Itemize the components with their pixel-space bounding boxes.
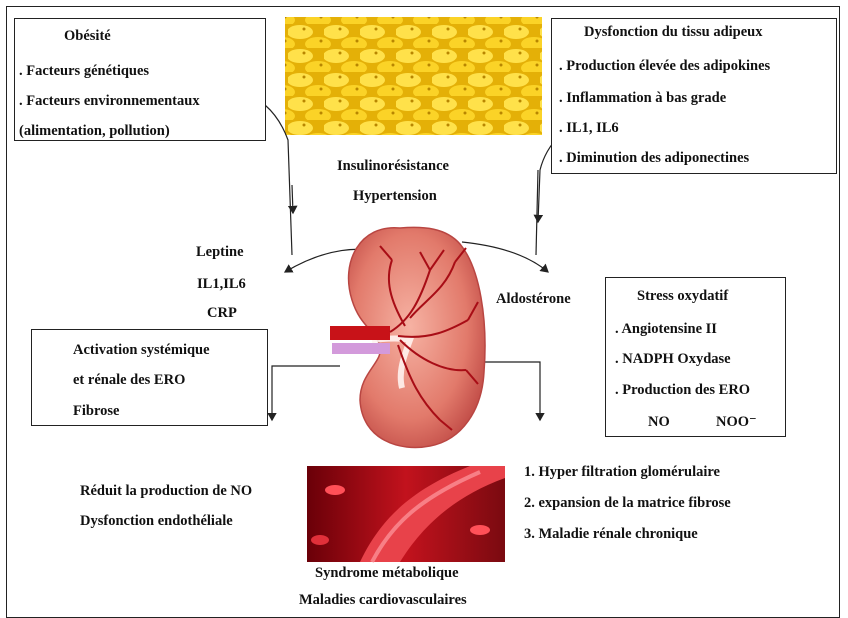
oxidative-stress-item: . Production des ERO [615,381,750,399]
crp-label: CRP [207,304,237,322]
oxidative-stress-item: . NADPH Oxydase [615,350,731,368]
renal-outcome-3: 3. Maladie rénale chronique [524,525,698,543]
no-label: NO [648,413,670,431]
fibrose-label: Fibrose [73,402,119,420]
no-effect-2: Dysfonction endothéliale [80,512,233,530]
ero-line-2: et rénale des ERO [73,371,185,389]
oxidative-stress-title: Stress oxydatif [637,287,728,305]
obesity-title: Obésité [64,27,111,45]
leptin-label: Leptine [196,243,244,261]
oxidative-stress-item: . Angiotensine II [615,320,717,338]
cardiovascular-disease-label: Maladies cardiovasculaires [299,591,467,609]
adipose-dysfunction-title: Dysfonction du tissu adipeux [584,23,762,41]
adipose-dysfunction-item: . Inflammation à bas grade [559,89,726,107]
no-effect-1: Réduit la production de NO [80,482,252,500]
obesity-item: . Facteurs environnementaux [19,92,200,110]
obesity-item: (alimentation, pollution) [19,122,170,140]
aldosterone-label: Aldostérone [496,290,571,308]
renal-outcome-2: 2. expansion de la matrice fibrose [524,494,731,512]
il-label: IL1,IL6 [197,275,246,293]
noo-label: NOO⁻ [716,413,757,431]
adipose-dysfunction-item: . Diminution des adiponectines [559,149,749,167]
renal-outcome-1: 1. Hyper filtration glomérulaire [524,463,720,481]
adipose-dysfunction-item: . Production élevée des adipokines [559,57,770,75]
adipose-dysfunction-item: . IL1, IL6 [559,119,619,137]
ero-line-1: Activation systémique [73,341,210,359]
obesity-item: . Facteurs génétiques [19,62,149,80]
kidney-image [330,227,485,447]
insulin-resistance-label: Insulinorésistance [337,157,449,175]
adipose-tissue-image [285,17,542,135]
metabolic-syndrome-label: Syndrome métabolique [315,564,459,582]
blood-vessel-image [307,466,505,562]
hypertension-label: Hypertension [353,187,437,205]
